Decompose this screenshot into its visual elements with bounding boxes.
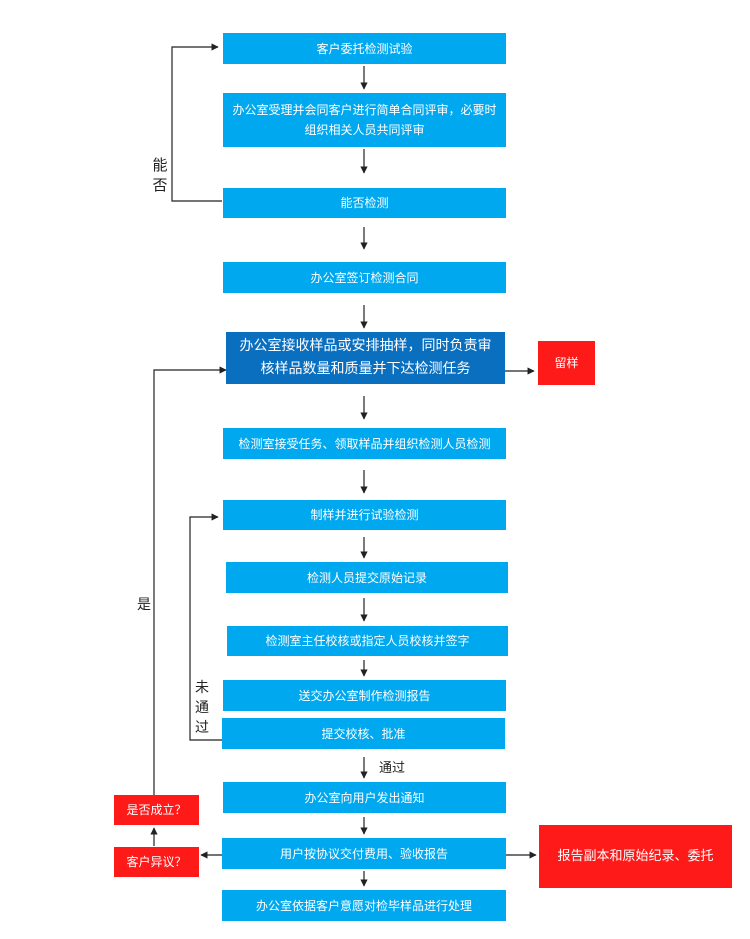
label-not-pass: 未通过 <box>195 680 209 736</box>
step-receive-sample: 办公室接收样品或安排抽样，同时负责审核样品数量和质量并下达检测任务 <box>226 332 505 384</box>
side-archive: 报告副本和原始纪录、委托 <box>539 825 732 888</box>
side-established: 是否成立？ <box>114 795 199 825</box>
step-can-detect: 能否检测 <box>223 188 506 218</box>
step-sample-disposal: 办公室依据客户意愿对检毕样品进行处理 <box>222 890 506 921</box>
step-director-check: 检测室主任校核或指定人员校核并签字 <box>227 626 508 656</box>
loop-not-pass <box>189 513 222 741</box>
step-sample-prep-test: 制样并进行试验检测 <box>223 500 506 530</box>
side-client-objection: 客户异议？ <box>114 847 199 877</box>
side-retain-sample: 留样 <box>538 341 595 385</box>
step-submit-approval: 提交校核、批准 <box>222 718 505 749</box>
step-notify-user: 办公室向用户发出通知 <box>223 782 506 813</box>
step-client-entrust: 客户委托检测试验 <box>223 33 506 64</box>
step-sign-contract: 办公室签订检测合同 <box>223 262 506 293</box>
label-can: 能否 <box>152 156 168 194</box>
step-submit-records: 检测人员提交原始记录 <box>226 562 508 593</box>
step-lab-accept-task: 检测室接受任务、领取样品并组织检测人员检测 <box>223 428 506 459</box>
label-yes: 是 <box>137 597 151 613</box>
step-contract-review: 办公室受理并会同客户进行简单合同评审，必要时组织相关人员共同评审 <box>223 93 506 147</box>
label-pass: 通过 <box>379 761 406 776</box>
loop-yes <box>153 366 227 796</box>
step-make-report: 送交办公室制作检测报告 <box>223 680 506 711</box>
loop-can-detect <box>171 43 222 202</box>
step-user-pay-accept: 用户按协议交付费用、验收报告 <box>222 838 506 869</box>
